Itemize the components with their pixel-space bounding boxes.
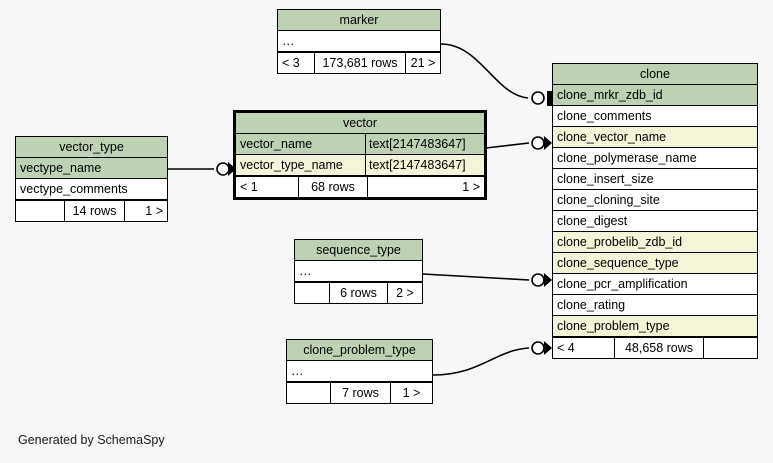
footer-center: 48,658 rows: [615, 338, 704, 358]
column-type: text[2147483647]: [365, 134, 484, 154]
edge-vector-type-to-vector: [168, 162, 236, 176]
table-title-clone: clone: [553, 64, 757, 85]
column-name: clone_insert_size: [557, 172, 654, 186]
table-row[interactable]: clone_polymerase_name: [553, 148, 757, 169]
column-name: vectype_comments: [20, 182, 128, 196]
column-name: clone_polymerase_name: [557, 151, 697, 165]
column-name: clone_rating: [557, 298, 626, 312]
footer-left[interactable]: < 1: [236, 177, 299, 197]
edge-sequence-type-to-clone: [422, 273, 552, 287]
table-title-marker: marker: [278, 10, 440, 31]
edge-vector-to-clone: [485, 136, 552, 150]
generated-by-label: Generated by SchemaSpy: [18, 433, 165, 447]
table-footer-vector: < 1 68 rows 1 >: [236, 176, 484, 197]
table-row[interactable]: clone_pcr_amplification: [553, 274, 757, 295]
table-footer-clone: < 4 48,658 rows: [553, 337, 757, 358]
footer-right[interactable]: 1 >: [145, 204, 163, 218]
table-row[interactable]: clone_cloning_site: [553, 190, 757, 211]
column-type: text[2147483647]: [365, 155, 484, 175]
table-title-sequence-type: sequence_type: [295, 240, 422, 261]
table-row[interactable]: clone_problem_type: [553, 316, 757, 337]
table-row[interactable]: vector_name text[2147483647]: [236, 134, 484, 155]
column-name: clone_problem_type: [557, 319, 670, 333]
footer-left[interactable]: < 4: [553, 338, 615, 358]
column-name: …: [299, 264, 313, 278]
footer-left[interactable]: [287, 383, 331, 403]
footer-center: 14 rows: [65, 201, 125, 221]
edge-clone-problem-type-to-clone: [432, 341, 552, 376]
column-name: clone_sequence_type: [557, 256, 679, 270]
footer-right[interactable]: 21 >: [410, 56, 436, 70]
table-row[interactable]: …: [287, 361, 432, 382]
column-name: vector_name: [240, 137, 313, 151]
edge-marker-to-clone: [440, 43, 552, 106]
table-row[interactable]: vectype_name: [16, 158, 167, 179]
column-name: …: [291, 364, 305, 378]
table-footer-vector-type: 14 rows 1 >: [16, 200, 167, 221]
table-footer-clone-problem-type: 7 rows 1 >: [287, 382, 432, 403]
table-row[interactable]: clone_comments: [553, 106, 757, 127]
table-marker[interactable]: marker … < 3 173,681 rows 21 >: [277, 9, 441, 74]
footer-center: 6 rows: [330, 283, 388, 303]
column-name: clone_pcr_amplification: [557, 277, 688, 291]
table-row[interactable]: clone_mrkr_zdb_id: [553, 85, 757, 106]
column-name: vector_type_name: [240, 158, 343, 172]
footer-right[interactable]: 1 >: [462, 180, 480, 194]
table-row[interactable]: clone_vector_name: [553, 127, 757, 148]
table-row[interactable]: vector_type_name text[2147483647]: [236, 155, 484, 176]
column-name: clone_probelib_zdb_id: [557, 235, 683, 249]
column-name: …: [282, 34, 296, 48]
table-clone[interactable]: clone clone_mrkr_zdb_id clone_comments c…: [552, 63, 758, 359]
table-sequence-type[interactable]: sequence_type … 6 rows 2 >: [294, 239, 423, 304]
table-row[interactable]: clone_sequence_type: [553, 253, 757, 274]
footer-right[interactable]: [704, 338, 757, 358]
table-row[interactable]: clone_rating: [553, 295, 757, 316]
table-vector-type[interactable]: vector_type vectype_name vectype_comment…: [15, 136, 168, 222]
column-name: vectype_name: [20, 161, 102, 175]
table-row[interactable]: vectype_comments: [16, 179, 167, 200]
footer-center: 68 rows: [299, 177, 368, 197]
table-clone-problem-type[interactable]: clone_problem_type … 7 rows 1 >: [286, 339, 433, 404]
table-title-vector: vector: [236, 113, 484, 134]
footer-left[interactable]: [16, 201, 65, 221]
column-name: clone_digest: [557, 214, 628, 228]
table-row[interactable]: clone_probelib_zdb_id: [553, 232, 757, 253]
table-vector[interactable]: vector vector_name text[2147483647] vect…: [233, 110, 487, 200]
footer-center: 173,681 rows: [315, 53, 406, 73]
footer-left[interactable]: [295, 283, 330, 303]
table-title-vector-type: vector_type: [16, 137, 167, 158]
footer-right[interactable]: 1 >: [402, 386, 421, 400]
table-row[interactable]: clone_insert_size: [553, 169, 757, 190]
footer-left[interactable]: < 3: [278, 53, 315, 73]
column-name: clone_vector_name: [557, 130, 667, 144]
column-name: clone_mrkr_zdb_id: [557, 88, 663, 102]
table-footer-marker: < 3 173,681 rows 21 >: [278, 52, 440, 73]
column-name: clone_cloning_site: [557, 193, 660, 207]
column-name: clone_comments: [557, 109, 652, 123]
footer-right[interactable]: 2 >: [396, 286, 414, 300]
footer-center: 7 rows: [331, 383, 391, 403]
table-row[interactable]: …: [295, 261, 422, 282]
table-title-clone-problem-type: clone_problem_type: [287, 340, 432, 361]
table-row[interactable]: …: [278, 31, 440, 52]
table-row[interactable]: clone_digest: [553, 211, 757, 232]
table-footer-sequence-type: 6 rows 2 >: [295, 282, 422, 303]
